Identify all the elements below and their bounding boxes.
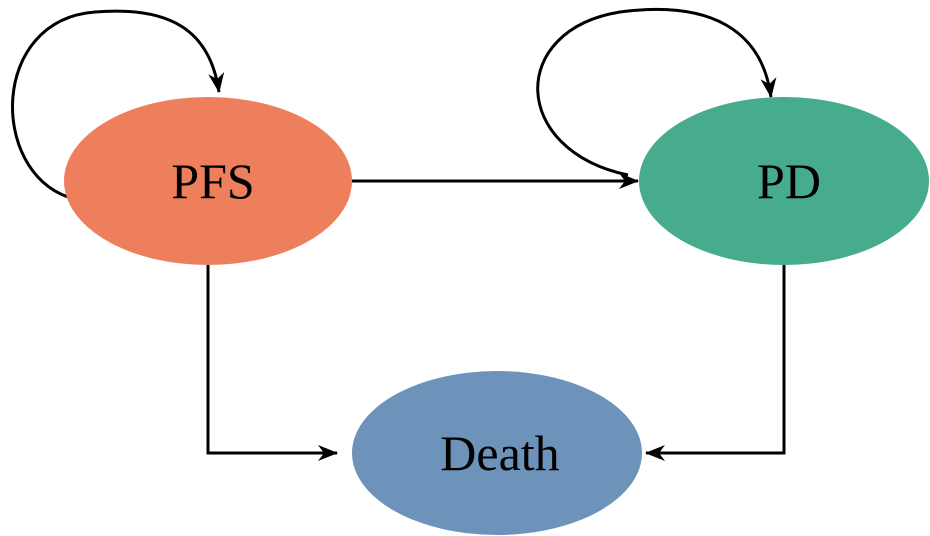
edge-pd-self-loop xyxy=(536,7,777,177)
edge-pfs-to-death xyxy=(206,265,338,461)
node-pfs-label: PFS xyxy=(171,153,254,209)
node-pd-shape xyxy=(639,97,929,265)
node-death-label: Death xyxy=(440,425,559,481)
edge-pd-to-death xyxy=(645,265,786,461)
node-death-shape xyxy=(352,371,642,535)
node-pd: PD xyxy=(639,97,929,265)
edge-pfs-self-loop xyxy=(11,9,225,199)
node-pfs: PFS xyxy=(64,97,352,265)
node-death: Death xyxy=(352,371,642,535)
node-pd-label: PD xyxy=(757,153,821,209)
node-pfs-shape xyxy=(64,97,352,265)
